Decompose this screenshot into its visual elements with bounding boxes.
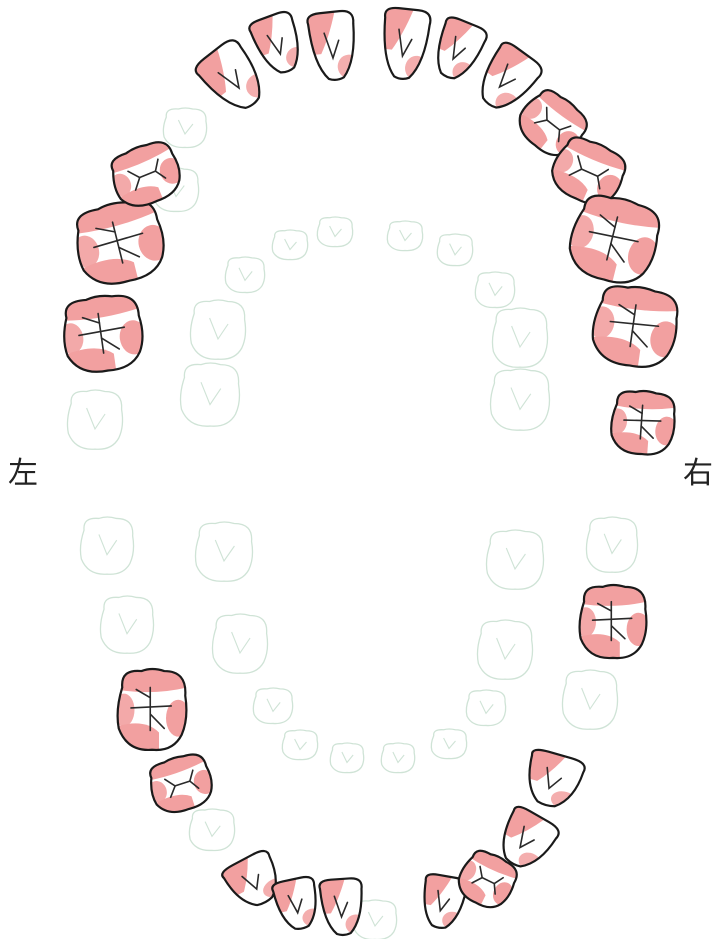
tooth-upper-left-central bbox=[305, 10, 362, 83]
right-side-label: 右 bbox=[683, 456, 713, 492]
faded-tooth-outline bbox=[212, 614, 267, 673]
faded-tooth-outline bbox=[253, 688, 292, 724]
faded-tooth-outline bbox=[466, 690, 505, 726]
faded-tooth-outline bbox=[486, 530, 543, 589]
faded-tooth-outline bbox=[475, 272, 514, 308]
tooth-upper-left-molar-1 bbox=[54, 290, 152, 378]
faded-tooth-outline bbox=[387, 221, 422, 251]
faded-tooth-outline bbox=[272, 230, 307, 260]
faded-tooth-outline bbox=[282, 730, 317, 760]
faded-tooth-outline bbox=[181, 363, 240, 426]
faded-tooth-outline bbox=[195, 522, 252, 581]
tooth-lower-right-lateral bbox=[317, 877, 367, 936]
faded-tooth-outline bbox=[67, 390, 122, 449]
faded-tooth-outline bbox=[330, 743, 363, 773]
tooth-upper-right-molar-3 bbox=[606, 389, 681, 458]
faded-tooth-outline bbox=[190, 300, 245, 359]
faded-tooth-outline bbox=[100, 596, 153, 653]
faded-tooth-outline bbox=[163, 108, 206, 148]
tooth-upper-right-central bbox=[376, 7, 433, 82]
tooth-upper-right-molar-2 bbox=[584, 281, 687, 373]
tooth-upper-right-lateral bbox=[425, 14, 491, 86]
faded-tooth-outline bbox=[477, 620, 532, 679]
permanent-teeth bbox=[54, 7, 686, 937]
tooth-lower-right-molar-1 bbox=[576, 585, 651, 659]
tooth-lower-left-canine bbox=[517, 747, 589, 814]
faded-tooth-outline bbox=[189, 809, 234, 850]
faded-tooth-outline bbox=[225, 257, 264, 293]
faded-tooth-outline bbox=[586, 517, 637, 572]
tooth-lower-left-molar-1 bbox=[114, 669, 191, 751]
faded-tooth-outline bbox=[317, 217, 352, 247]
faded-tooth-outline bbox=[437, 234, 472, 266]
tooth-lower-right-central bbox=[269, 875, 324, 933]
faded-tooth-outline bbox=[431, 729, 466, 759]
faded-tooth-outline bbox=[491, 369, 550, 430]
tooth-upper-right-molar-1 bbox=[558, 188, 670, 292]
faded-tooth-outline bbox=[562, 670, 617, 729]
left-side-label: 左 bbox=[8, 456, 38, 492]
faded-tooth-outline bbox=[80, 517, 133, 574]
faded-tooth-outline bbox=[381, 743, 414, 773]
tooth-upper-left-lateral bbox=[246, 9, 311, 80]
faded-tooth-outline bbox=[492, 308, 547, 367]
